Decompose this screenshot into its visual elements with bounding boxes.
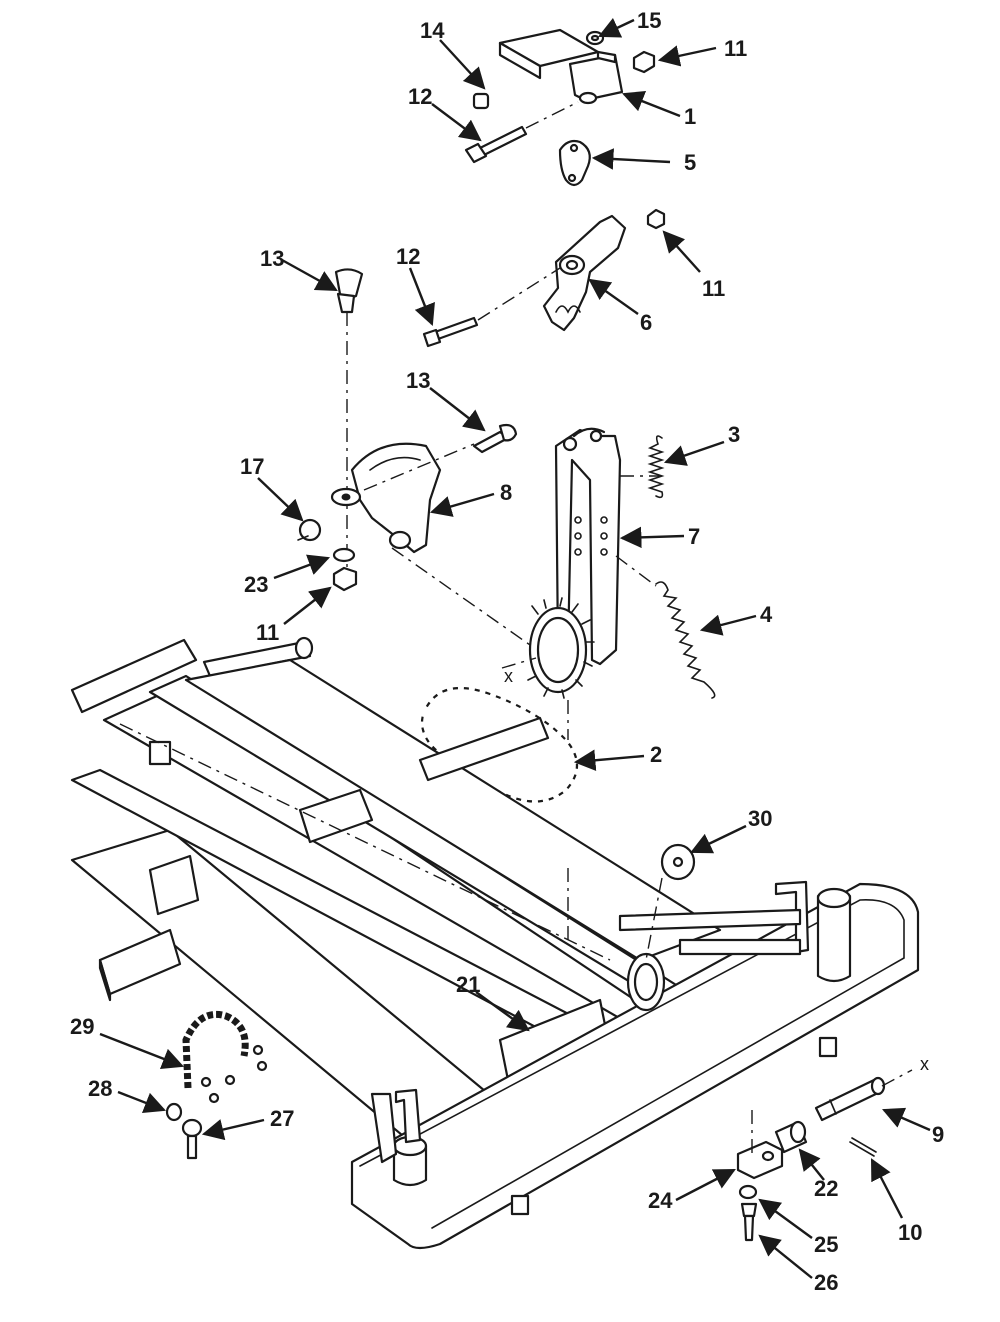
cam-axis-line: [477, 267, 561, 321]
axis-mark-x: x: [920, 1054, 929, 1074]
callout-9: 9: [932, 1122, 944, 1147]
pawl-axis-line: [363, 443, 475, 491]
callout-12: 12: [408, 84, 432, 109]
callout-1: 1: [684, 104, 696, 129]
nut-part: [646, 208, 666, 230]
callout-4: 4: [760, 602, 773, 627]
link-part: [558, 139, 591, 187]
sprocket-part: [527, 597, 595, 699]
spacer-part: [472, 92, 490, 110]
chain-part: [182, 1011, 268, 1104]
callout-15: 15: [637, 8, 661, 33]
callout-14: 14: [420, 18, 445, 43]
washer-part: [585, 30, 605, 46]
screw-part: [740, 1202, 758, 1242]
callout-7: 7: [688, 524, 700, 549]
callout-10: 10: [898, 1220, 922, 1245]
callout-28: 28: [88, 1076, 112, 1101]
callout-26: 26: [814, 1270, 838, 1295]
callout-29: 29: [70, 1014, 94, 1039]
ring-part: [165, 1102, 183, 1122]
pedal-part: [498, 28, 624, 105]
callout-13: 13: [406, 368, 430, 393]
callout-12: 12: [396, 244, 420, 269]
callout-17: 17: [240, 454, 264, 479]
callout-27: 27: [270, 1106, 294, 1131]
washer-part: [332, 547, 356, 563]
bushing-part: [774, 1120, 808, 1154]
bed-frame: [70, 636, 920, 1250]
spring-part: [655, 581, 716, 699]
spring-hook-line: [615, 555, 657, 587]
callout-11: 11: [702, 276, 725, 301]
callout-25: 25: [814, 1232, 838, 1257]
clamp-part: [736, 1140, 784, 1180]
callout-11: 11: [724, 36, 747, 61]
sprocket-axis-line: [501, 657, 537, 669]
callout-labels: 15 14 11 12 1 5 13 12 11 6 13 3 17 8 7 2…: [70, 8, 944, 1295]
shaft-axis-line: [391, 547, 541, 653]
pin-axis-line: [881, 1069, 913, 1087]
key-part: [181, 1118, 203, 1160]
washer-axis-line: [645, 877, 663, 961]
callout-30: 30: [748, 806, 772, 831]
callout-leaders: [99, 17, 931, 1279]
pin-axis-line: [525, 101, 579, 129]
washer-part: [738, 1184, 758, 1200]
axis-mark-x: x: [504, 666, 513, 686]
ratchet-part: [330, 442, 442, 554]
washer-part: [660, 843, 696, 881]
cam-part: [542, 214, 627, 332]
callout-24: 24: [648, 1188, 673, 1213]
callout-11: 11: [256, 620, 279, 645]
spring-part: [647, 435, 665, 499]
nut-part: [632, 50, 656, 74]
callout-3: 3: [728, 422, 740, 447]
callout-21: 21: [456, 972, 480, 997]
callout-22: 22: [814, 1176, 838, 1201]
nut-part: [332, 566, 358, 592]
bolt-part: [472, 423, 518, 454]
spacer-part: [297, 518, 322, 542]
axis-marks: x x: [504, 666, 929, 1074]
callout-23: 23: [244, 572, 268, 597]
callout-13: 13: [260, 246, 284, 271]
callout-8: 8: [500, 480, 512, 505]
pin-part: [814, 1076, 886, 1122]
callout-5: 5: [684, 150, 696, 175]
cotter-pin-part: [849, 1137, 877, 1157]
bolt-part: [464, 125, 528, 164]
callout-2: 2: [650, 742, 662, 767]
bolt-part: [422, 316, 479, 348]
frame-centerline: [119, 723, 611, 961]
callout-6: 6: [640, 310, 652, 335]
bolt-part: [334, 268, 364, 314]
